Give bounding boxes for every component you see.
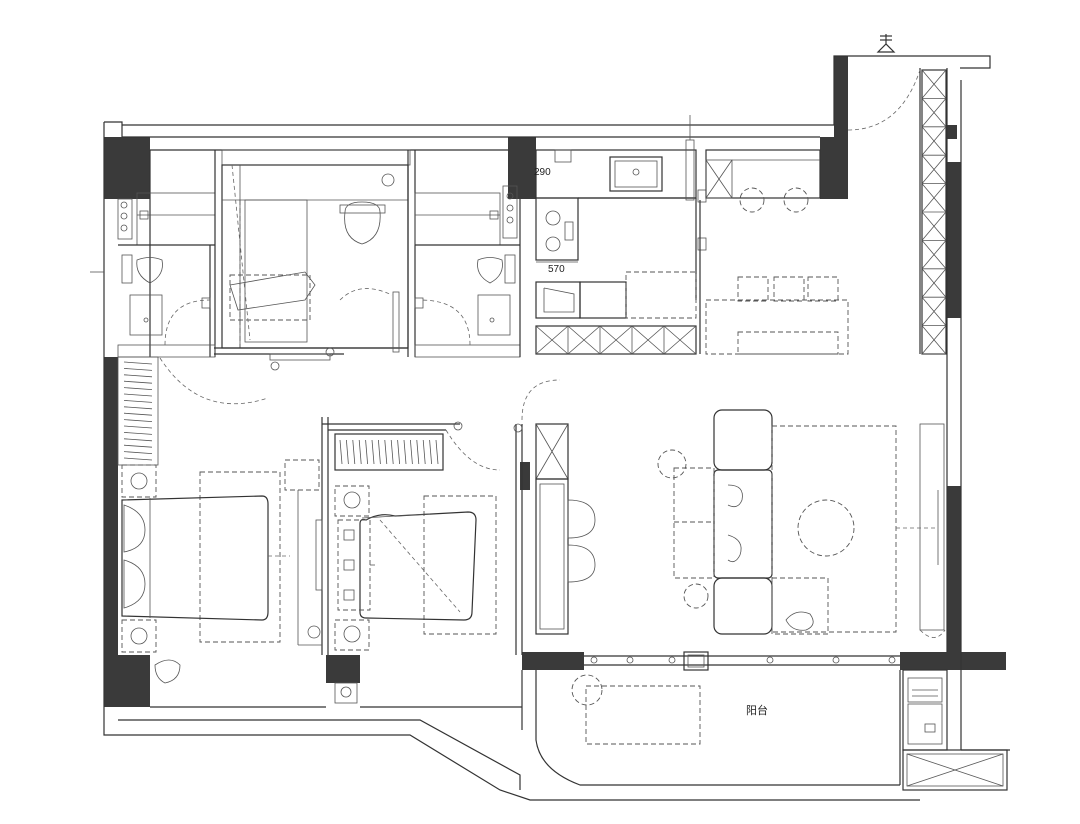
living-room bbox=[513, 379, 946, 655]
structural-walls bbox=[104, 56, 1006, 707]
dim-290-label: 290 bbox=[534, 167, 551, 178]
bedroom-closet-top bbox=[214, 149, 416, 371]
dining-bar bbox=[705, 69, 921, 355]
balcony: 阳台 bbox=[571, 651, 948, 751]
north-arrow-icon bbox=[876, 34, 896, 53]
outer-outline bbox=[103, 55, 1010, 801]
kitchen: 290 570 bbox=[534, 115, 707, 355]
right-tall-cabinet bbox=[921, 69, 947, 355]
bathroom-middle bbox=[392, 185, 521, 358]
dim-570-label: 570 bbox=[548, 264, 565, 275]
bedroom-left bbox=[117, 356, 290, 684]
balcony-label: 阳台 bbox=[746, 703, 768, 717]
bathroom-left bbox=[90, 150, 216, 358]
bedroom-center bbox=[284, 417, 501, 704]
